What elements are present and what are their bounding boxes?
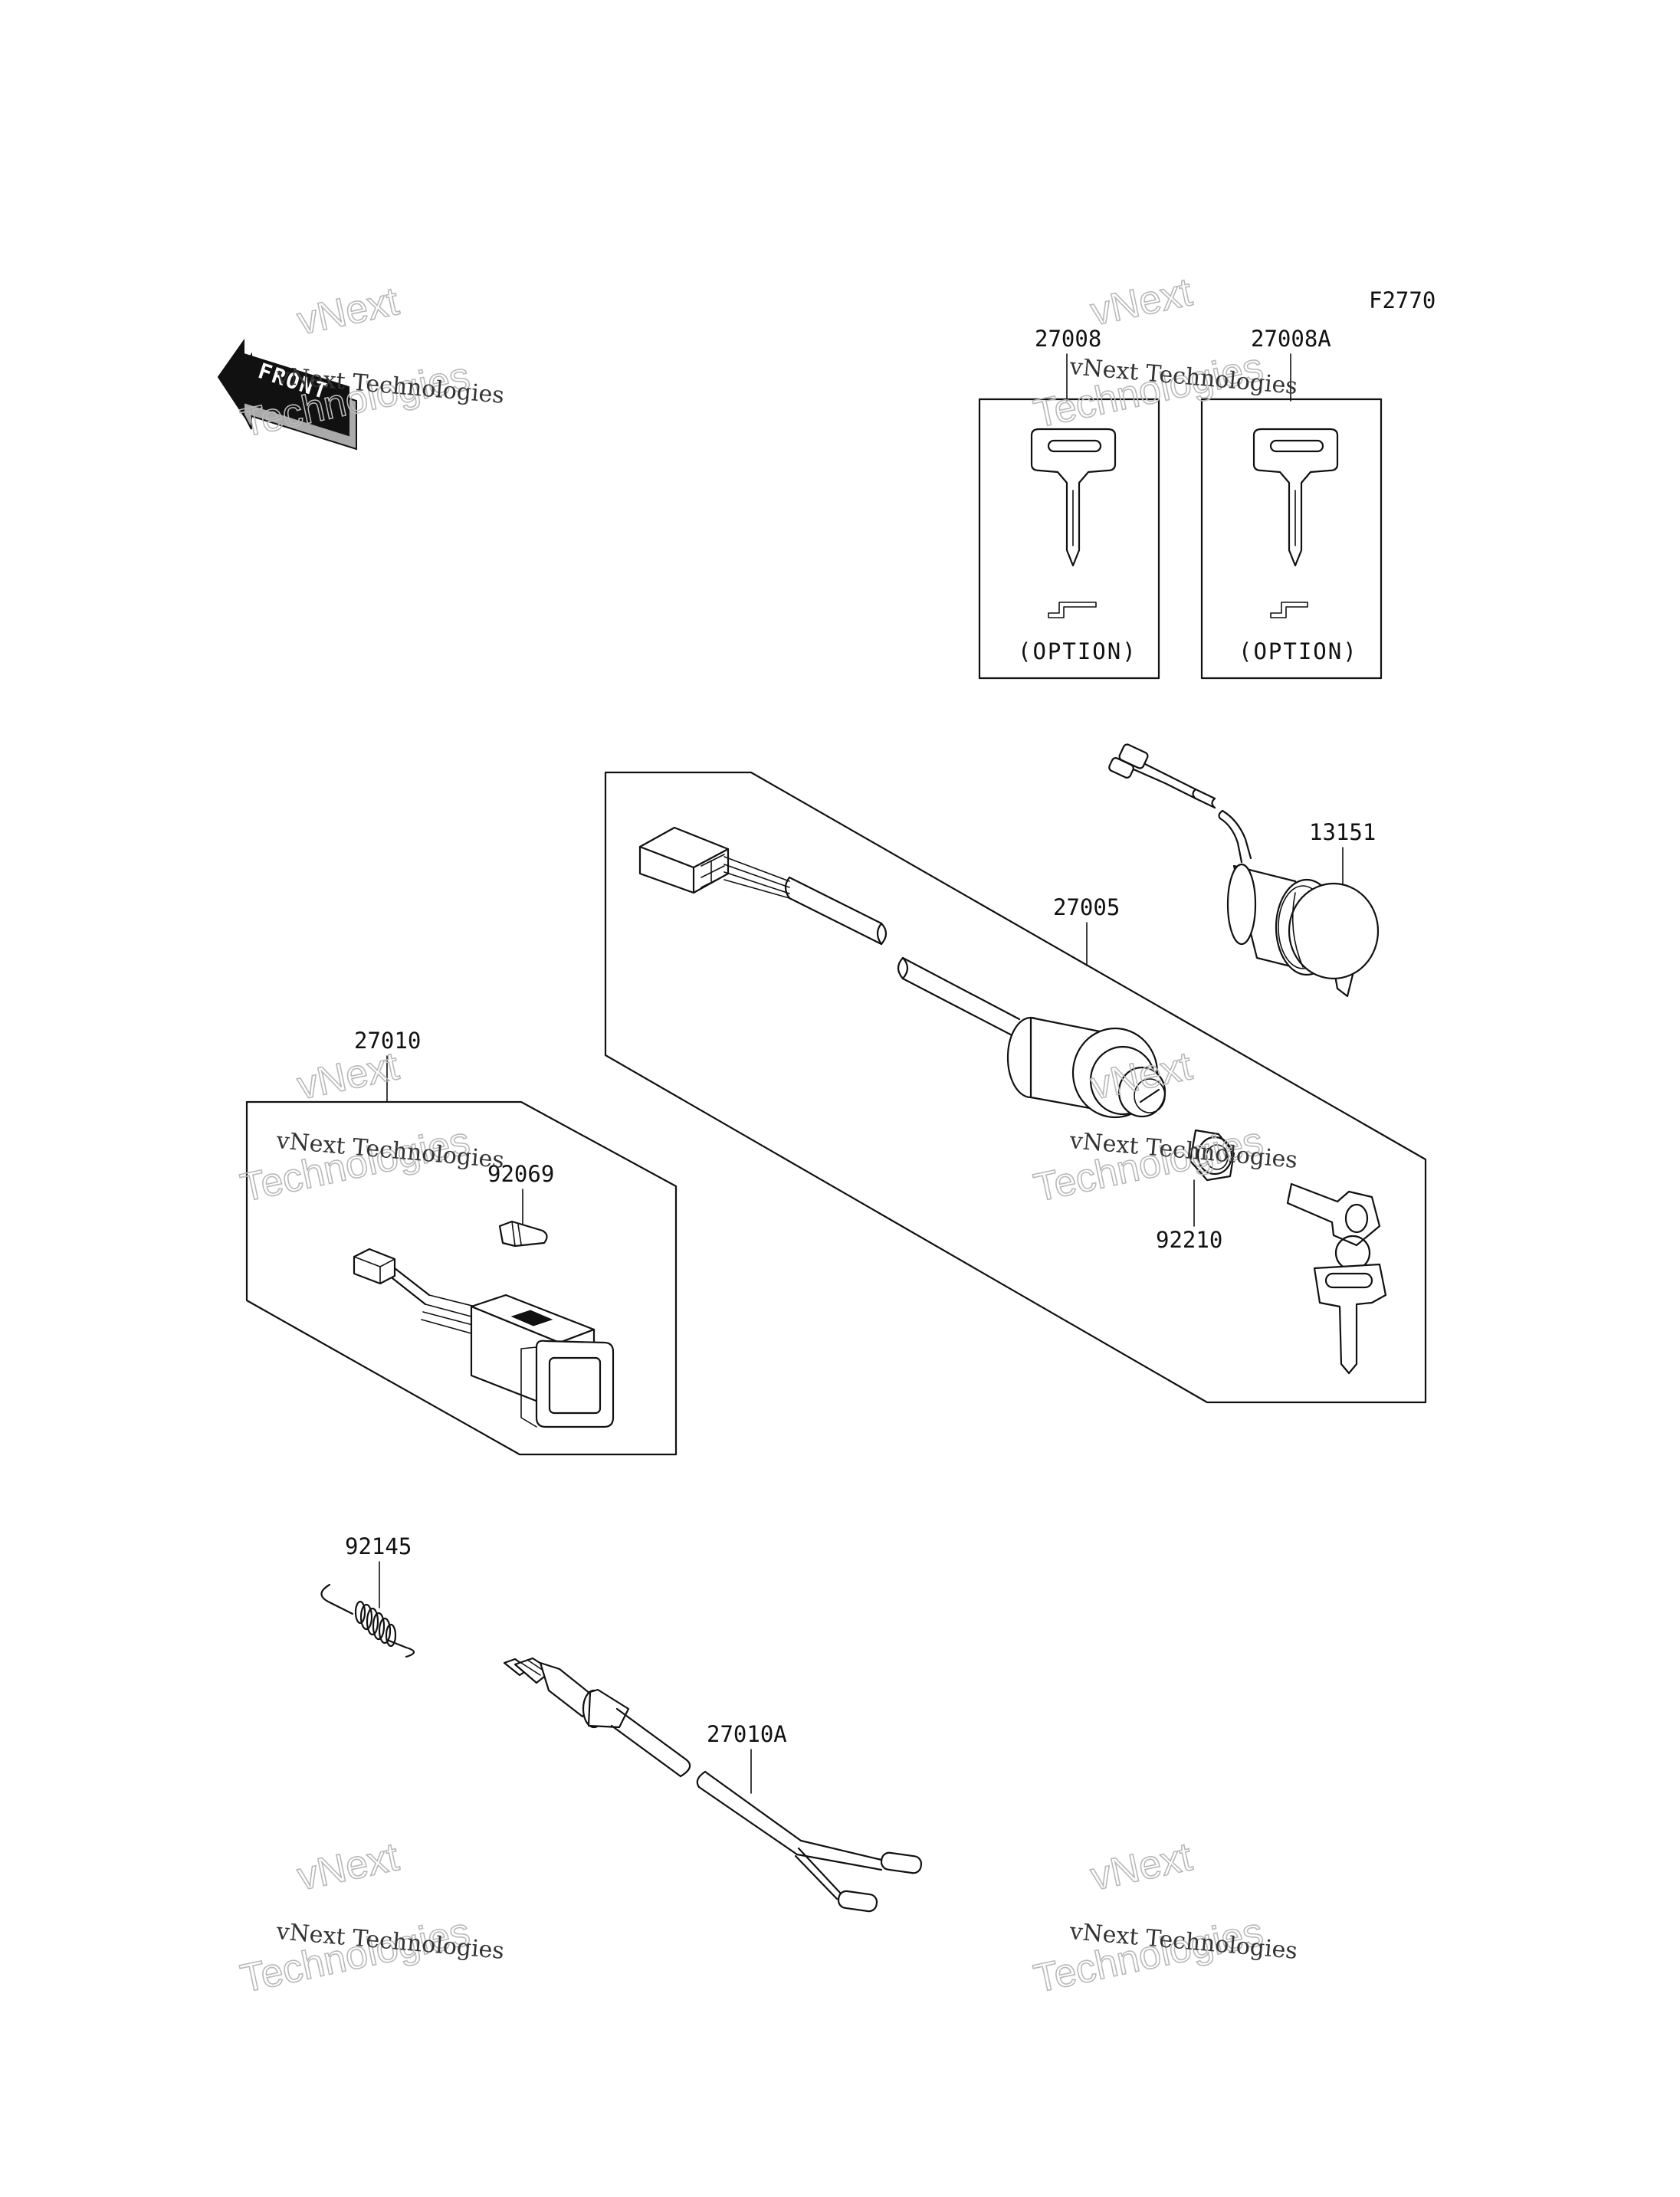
bulb-icon (498, 1220, 548, 1248)
part-27008a-group: 27008A (OPTION) (1200, 326, 1383, 680)
switch-assy-icon (353, 1248, 615, 1428)
spring-icon (320, 1583, 415, 1658)
part-number-13151: 13151 (1309, 819, 1376, 845)
part-number-92069: 92069 (487, 1161, 554, 1187)
switch-assy-box (245, 1100, 678, 1456)
part-27005-group: 27005 (604, 771, 1427, 1404)
part-number-92210: 92210 (1156, 1227, 1222, 1253)
part-number-27008: 27008 (1035, 326, 1101, 352)
key-option-box-2 (1200, 398, 1383, 680)
watermark-mid-left: vNext Technologies vNext Technologies (236, 1043, 505, 1211)
option-label-2: (OPTION) (1239, 638, 1358, 664)
socket-icon (1108, 743, 1380, 998)
watermark-top-right: vNext Technologies vNext Technologies (1029, 269, 1298, 437)
part-number-27010a: 27010A (707, 1721, 787, 1747)
svg-text:vNext: vNext (294, 279, 403, 343)
key-option-box-1 (978, 398, 1160, 680)
stop-switch-icon (503, 1657, 923, 1913)
part-27008-group: 27008 (OPTION) (978, 326, 1160, 680)
ignition-switch-box (604, 771, 1427, 1404)
ignition-switch-icon (638, 826, 1387, 1375)
part-number-27005: 27005 (1053, 894, 1120, 920)
option-label-1: (OPTION) (1018, 638, 1137, 664)
part-number-92145: 92145 (345, 1533, 412, 1559)
key-cut-mark (1048, 602, 1097, 618)
watermark-bottom-left: vNext Technologies vNext Technologies (236, 1834, 505, 2002)
part-number-27010: 27010 (354, 1028, 421, 1054)
part-13151-group: 13151 (1108, 743, 1380, 998)
watermark-top-left: vNext Technologies vNext Technologies (236, 278, 505, 446)
part-92145-group: 92145 (320, 1533, 415, 1658)
watermark-bottom-right: vNext Technologies vNext Technologies (1029, 1834, 1298, 2002)
figure-code: F2770 (1369, 287, 1436, 313)
svg-text:vNext: vNext (1087, 1835, 1196, 1899)
svg-text:vNext: vNext (1087, 270, 1196, 334)
part-92069-group: 92069 (487, 1161, 554, 1248)
part-number-27008a: 27008A (1251, 326, 1331, 352)
part-27010a-group: 27010A (503, 1657, 923, 1913)
key-blank-a-icon (1252, 428, 1339, 567)
key-blank-icon (1030, 428, 1117, 567)
svg-text:vNext: vNext (294, 1835, 403, 1899)
key-cut-mark-a (1270, 602, 1308, 618)
part-27010-group: 27010 (245, 1028, 678, 1456)
